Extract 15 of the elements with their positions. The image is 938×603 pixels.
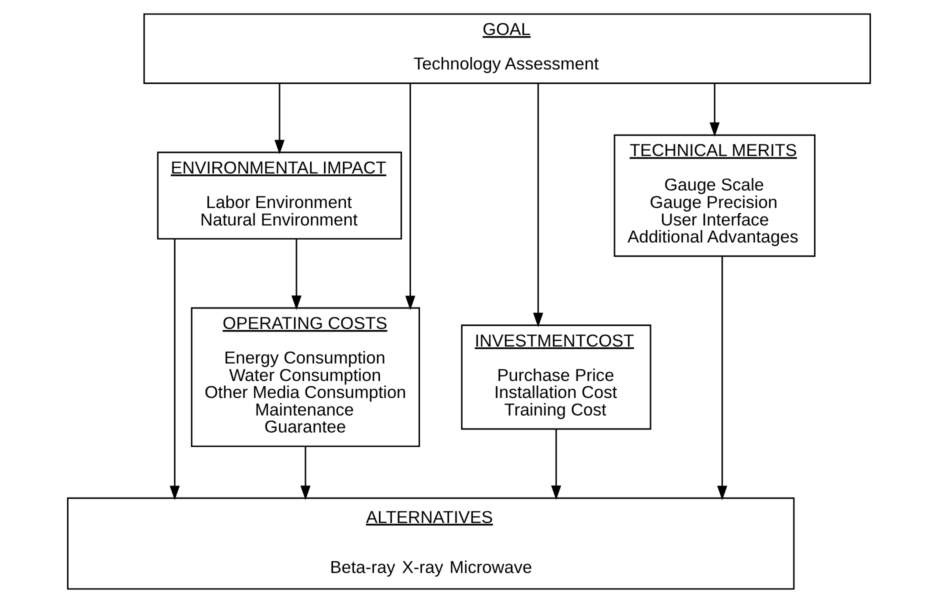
arrow <box>274 83 285 154</box>
arrow <box>170 238 180 500</box>
node-box: TECHNICAL MERITS Gauge Scale Gauge Precision User Interface Additional Advantages <box>614 134 816 257</box>
arrow <box>405 84 416 310</box>
node-box: ALTERNATIVES Beta-ray X-ray Microwave <box>67 497 795 590</box>
node-box: OPERATING COSTS Energy Consumption Water Consumption Other Media Consumption Maintenance Guarantee <box>190 307 420 448</box>
node-box: INVESTMENTCOST Purchase Price Installation Cost Training Cost <box>461 324 652 430</box>
arrow <box>710 83 720 137</box>
node-box: GOAL Technology Assessment <box>143 13 871 84</box>
arrow <box>300 446 311 500</box>
arrow <box>533 84 544 328</box>
arrow <box>291 239 302 310</box>
node-box: ENVIRONMENTAL IMPACT Labor Environment Natural Environment <box>157 152 402 240</box>
arrow <box>551 429 562 500</box>
arrow <box>717 256 728 500</box>
